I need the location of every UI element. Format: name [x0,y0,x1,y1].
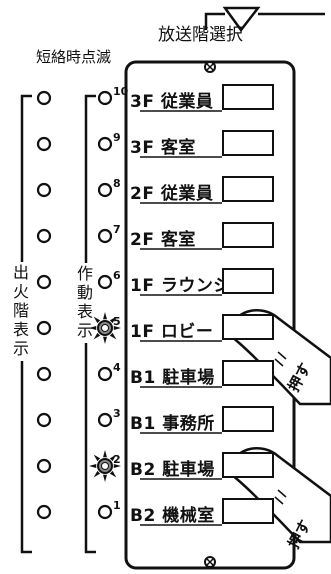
floor-select-button[interactable]: B1 事務所 [130,406,278,434]
indicator-lamp-icon [97,274,113,290]
indicator-lamp-icon [97,412,113,428]
floor-select-switch[interactable] [222,84,274,110]
fire-floor-lamp [36,274,52,290]
floor-select-button[interactable]: B2 機械室 [130,498,278,526]
floor-select-button[interactable]: B1 駐車場 [130,360,278,388]
indicator-lamp-icon [97,228,113,244]
floor-select-button[interactable]: 2F 従業員 [130,176,278,204]
floor-select-switch[interactable] [222,360,274,386]
floor-label: B1 駐車場 [130,368,215,388]
circuit-number: 10 [113,85,129,98]
floor-select-switch[interactable] [222,406,274,432]
indicator-lamp-icon [97,136,113,152]
operation-indicator-label: 作動表示 [74,263,93,343]
screw-icon [204,556,216,568]
fire-floor-lamp [36,412,52,428]
floor-label: 3F 従業員 [130,92,214,112]
floor-label: B1 事務所 [130,414,215,434]
floor-select-button[interactable]: 3F 従業員 [130,84,278,112]
fire-floor-lamp [36,136,52,152]
indicator-lamp-icon [97,504,113,520]
floor-label: 1F ラウンジ [130,276,231,296]
fire-floor-lamp [36,504,52,520]
indicator-lamp-icon [89,450,121,482]
circuit-number: 6 [113,269,121,282]
floor-select-switch[interactable] [222,176,274,202]
floor-label: 2F 従業員 [130,184,214,204]
circuit-number: 7 [113,223,121,236]
circuit-number: 8 [113,177,121,190]
floor-label: B2 機械室 [130,506,215,526]
circuit-number: 2 [113,453,121,466]
circuit-number: 4 [113,361,121,374]
circuit-number: 9 [113,131,121,144]
short-circuit-blink-label: 短絡時点滅 [36,48,112,66]
fire-floor-lamp [36,366,52,382]
fire-floor-lamp [36,320,52,336]
floor-label: 1F ロビー [130,322,214,342]
broadcast-floor-select-title: 放送階選択 [158,25,243,45]
fire-floor-lamp [36,228,52,244]
floor-select-switch[interactable] [222,452,274,478]
circuit-number: 1 [113,499,121,512]
floor-label: 3F 客室 [130,138,196,158]
floor-select-switch[interactable] [222,498,274,524]
fire-floor-indicator-label: 出火階表示 [10,262,29,361]
floor-select-switch[interactable] [222,130,274,156]
floor-select-switch[interactable] [222,268,274,294]
floor-label: B2 駐車場 [130,460,215,480]
indicator-lamp-icon [97,366,113,382]
floor-select-button[interactable]: 1F ラウンジ [130,268,278,296]
indicator-lamp-icon [89,312,121,344]
fire-floor-lamp [36,182,52,198]
indicator-lamp-icon [97,182,113,198]
screw-icon [204,61,216,73]
fire-floor-lamp [36,90,52,106]
floor-select-button[interactable]: B2 駐車場 [130,452,278,480]
floor-select-button[interactable]: 2F 客室 [130,222,278,250]
fire-floor-lamp [36,458,52,474]
floor-select-switch[interactable] [222,314,274,340]
floor-label: 2F 客室 [130,230,196,250]
floor-select-switch[interactable] [222,222,274,248]
circuit-number: 3 [113,407,121,420]
floor-select-button[interactable]: 1F ロビー [130,314,278,342]
speaker-triangle-icon [204,6,325,33]
floor-select-button[interactable]: 3F 客室 [130,130,278,158]
circuit-number: 5 [113,315,121,328]
indicator-lamp-icon [97,90,113,106]
